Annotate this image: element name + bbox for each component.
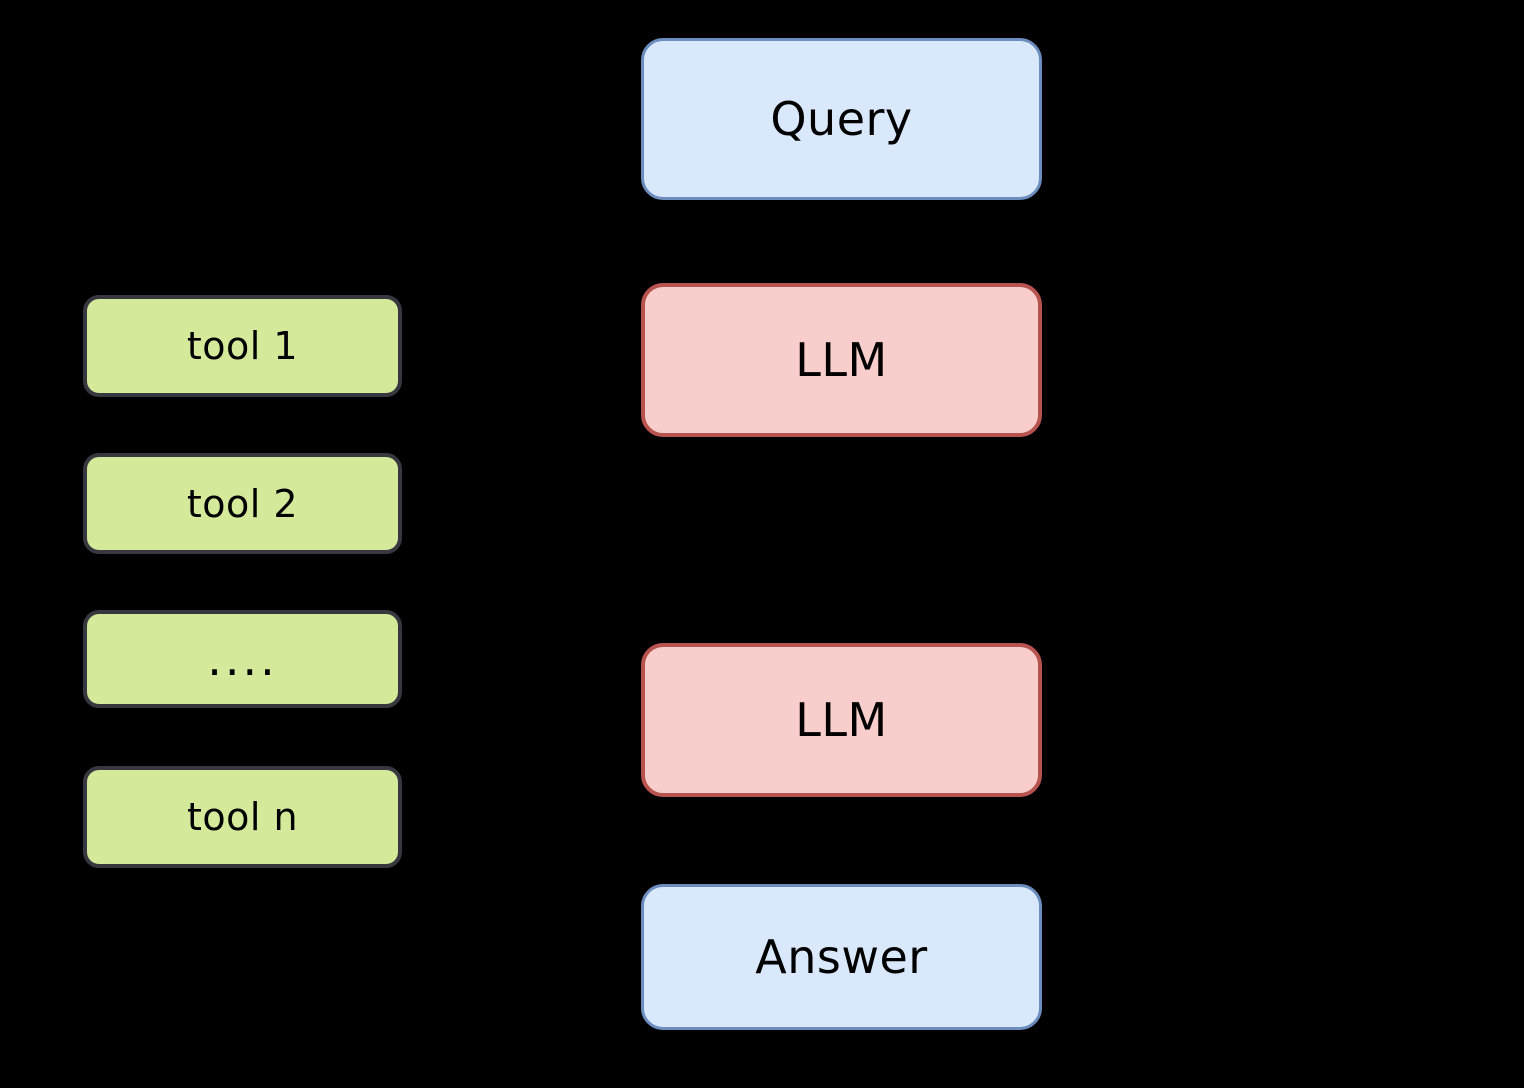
node-tool-1-label: tool 1 (186, 324, 299, 368)
node-tool-2-label: tool 2 (186, 481, 299, 526)
node-tool-n[interactable]: tool n (83, 766, 402, 868)
node-tool-ellipsis-label: .... (207, 631, 278, 686)
node-llm-2-label: LLM (795, 693, 888, 747)
node-tool-ellipsis[interactable]: .... (83, 610, 402, 708)
node-tool-n-label: tool n (186, 795, 299, 839)
node-llm-1[interactable]: LLM (641, 283, 1042, 437)
node-llm-2[interactable]: LLM (641, 643, 1042, 797)
node-tool-1[interactable]: tool 1 (83, 295, 402, 397)
node-query-label: Query (770, 92, 913, 146)
node-answer-label: Answer (755, 930, 928, 984)
node-llm-1-label: LLM (795, 333, 888, 387)
node-tool-2[interactable]: tool 2 (83, 453, 402, 554)
node-query[interactable]: Query (641, 38, 1042, 200)
node-answer[interactable]: Answer (641, 884, 1042, 1030)
